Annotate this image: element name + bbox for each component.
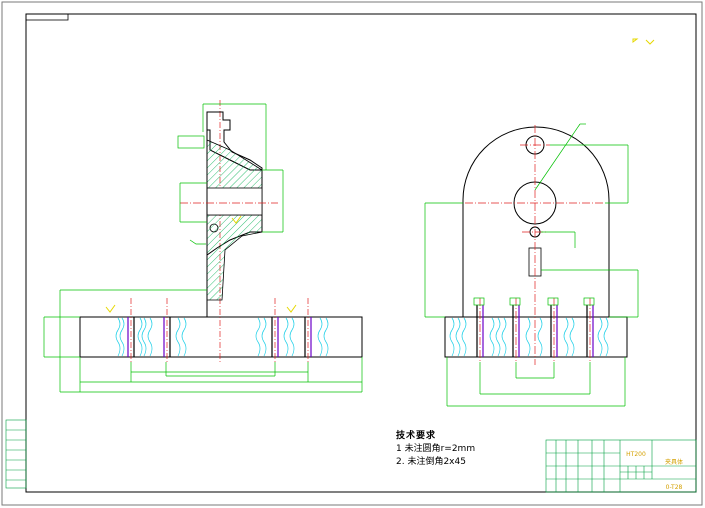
title-block	[545, 439, 697, 493]
technical-requirements-heading: 技术要求	[396, 431, 437, 441]
side-centerlines	[465, 125, 605, 365]
top-right-annotation	[632, 38, 655, 45]
front-surface-marks	[105, 215, 297, 313]
title-block-code: HT200	[626, 451, 646, 458]
bore-window	[206, 187, 263, 216]
web-section-hatch	[206, 214, 263, 301]
technical-requirement-item-2: 2. 未注倒角2x45	[396, 457, 466, 467]
side-base-plate	[444, 316, 628, 358]
side-upright-outline	[462, 126, 610, 317]
inner-border	[25, 13, 697, 493]
side-hatch-regions	[449, 317, 609, 357]
top-left-tab	[25, 13, 69, 21]
side-dimensions	[424, 123, 639, 407]
side-holes	[476, 305, 594, 357]
title-block-part-name: 夹具体	[665, 458, 683, 466]
small-pin-hole	[209, 223, 219, 233]
technical-requirement-item-1: 1 未注圆角r=2mm	[396, 444, 476, 454]
base-plate	[79, 316, 363, 358]
base-holes	[127, 317, 312, 357]
title-block-drawing-no: 0-T28	[666, 484, 683, 491]
technical-requirements: 技术要求 1 未注圆角r=2mm 2. 未注倒角2x45	[396, 430, 475, 469]
front-dimensions	[43, 103, 363, 393]
side-view	[424, 123, 639, 407]
front-section-view	[43, 100, 363, 393]
base-hatch-regions	[115, 317, 329, 357]
left-revision-strip	[5, 419, 27, 489]
